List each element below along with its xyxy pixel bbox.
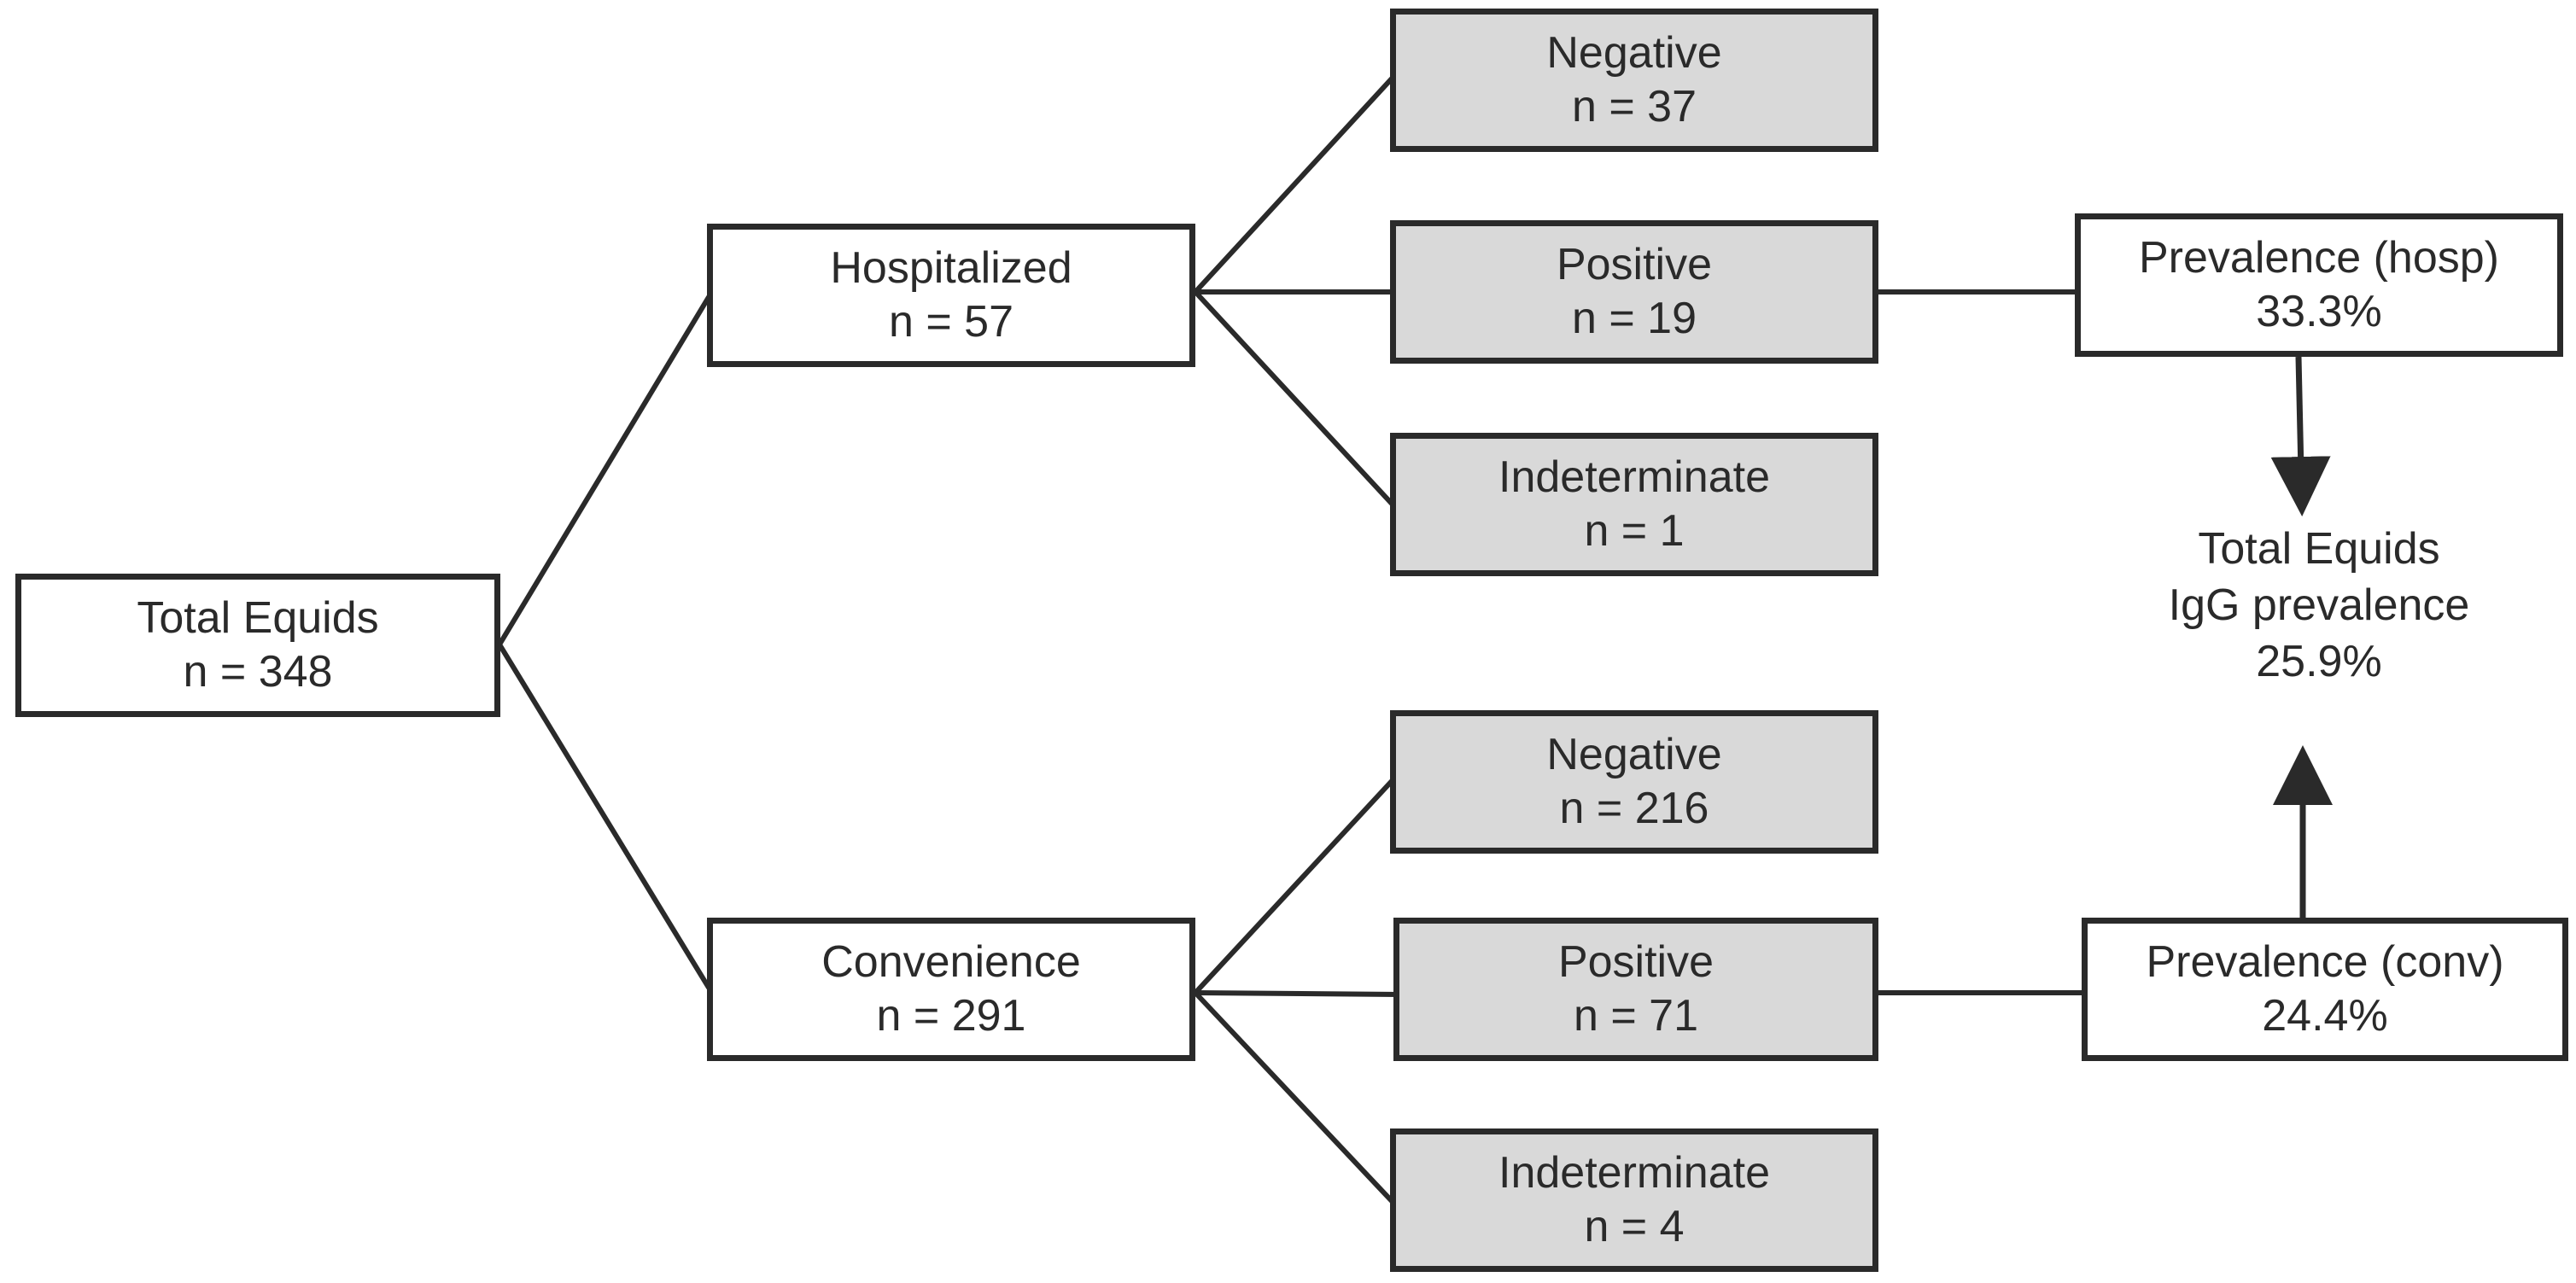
prevalence-conv-value: 24.4% xyxy=(2262,991,2388,1041)
hospitalized-negative-box: Negative n = 37 xyxy=(1390,9,1878,152)
connector-convenience-to-negative xyxy=(1193,779,1394,995)
convenience-positive-box: Positive n = 71 xyxy=(1393,918,1878,1061)
prevalence-conv-box: Prevalence (conv) 24.4% xyxy=(2082,918,2568,1061)
convenience-indeterminate-count: n = 4 xyxy=(1584,1202,1685,1251)
prevalence-hosp-value: 33.3% xyxy=(2256,287,2382,336)
overall-prevalence-text: Total Equids IgG prevalence 25.9% xyxy=(2075,521,2563,690)
connector-convenience-to-indeterminate xyxy=(1193,990,1394,1204)
arrow-hosp-prevalence-to-total xyxy=(2270,356,2331,516)
connector-hospitalized-to-indeterminate xyxy=(1193,289,1394,506)
total-equids-label: Total Equids xyxy=(137,592,379,643)
hospitalized-count: n = 57 xyxy=(888,297,1014,347)
hospitalized-positive-box: Positive n = 19 xyxy=(1390,220,1878,364)
convenience-indeterminate-box: Indeterminate n = 4 xyxy=(1390,1128,1878,1272)
total-equids-box: Total Equids n = 348 xyxy=(15,574,500,717)
total-equids-count: n = 348 xyxy=(183,647,333,697)
convenience-negative-count: n = 216 xyxy=(1559,784,1709,833)
convenience-indeterminate-label: Indeterminate xyxy=(1498,1147,1770,1198)
hospitalized-indeterminate-box: Indeterminate n = 1 xyxy=(1390,433,1878,576)
hospitalized-label: Hospitalized xyxy=(830,242,1072,293)
hospitalized-negative-count: n = 37 xyxy=(1571,82,1697,131)
hospitalized-box: Hospitalized n = 57 xyxy=(707,224,1195,367)
hospitalized-negative-label: Negative xyxy=(1546,27,1722,78)
convenience-negative-label: Negative xyxy=(1546,729,1722,779)
convenience-label: Convenience xyxy=(821,936,1081,987)
connector-hospitalized-to-negative xyxy=(1193,76,1394,295)
hospitalized-positive-label: Positive xyxy=(1556,239,1713,289)
overall-prevalence-line1: Total Equids xyxy=(2198,524,2440,574)
convenience-positive-label: Positive xyxy=(1557,936,1714,987)
overall-prevalence-line2: IgG prevalence xyxy=(2168,580,2470,631)
convenience-positive-count: n = 71 xyxy=(1573,991,1699,1041)
convenience-count: n = 291 xyxy=(876,991,1026,1041)
connector-convenience-to-positive xyxy=(1193,990,1403,997)
convenience-negative-box: Negative n = 216 xyxy=(1390,710,1878,854)
overall-prevalence-value: 25.9% xyxy=(2256,637,2382,687)
hospitalized-positive-count: n = 19 xyxy=(1571,294,1697,343)
prevalence-hosp-box: Prevalence (hosp) 33.3% xyxy=(2075,213,2563,357)
convenience-box: Convenience n = 291 xyxy=(707,918,1195,1061)
prevalence-hosp-label: Prevalence (hosp) xyxy=(2139,232,2499,283)
prevalence-conv-label: Prevalence (conv) xyxy=(2146,936,2504,987)
hospitalized-indeterminate-label: Indeterminate xyxy=(1498,452,1770,502)
connector-total-to-hospitalized xyxy=(497,295,711,647)
hospitalized-indeterminate-count: n = 1 xyxy=(1584,506,1685,556)
connector-total-to-convenience xyxy=(497,642,711,990)
